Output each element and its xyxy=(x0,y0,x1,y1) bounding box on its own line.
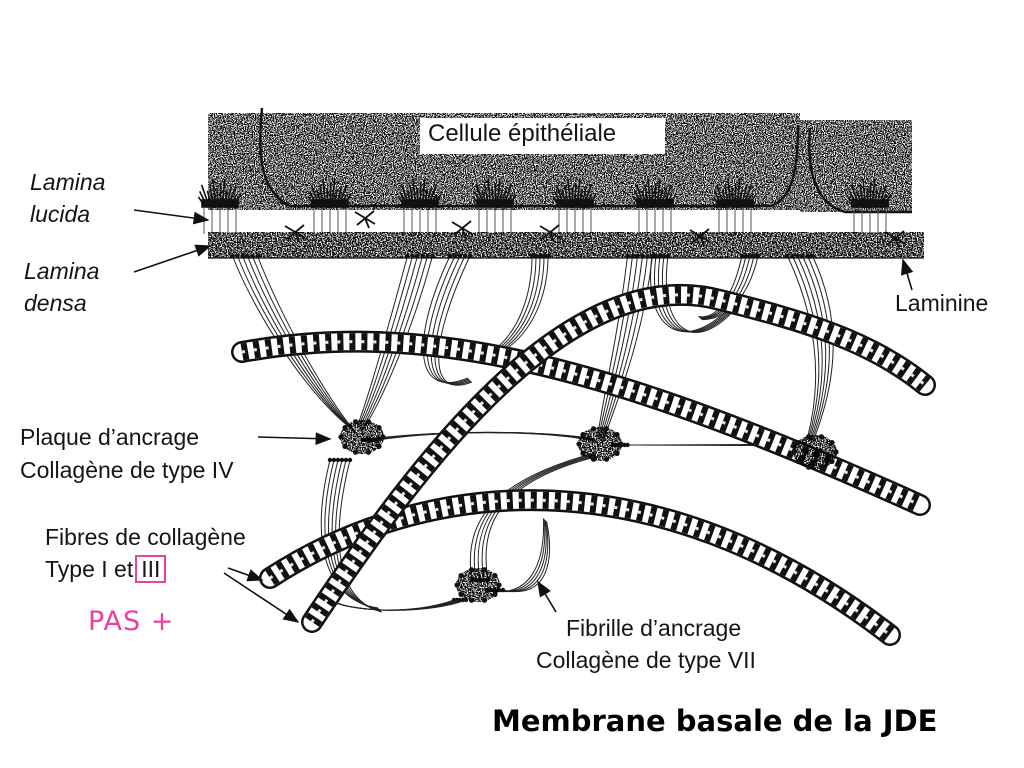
label-lamina-lucida-1: Lamina xyxy=(30,169,106,195)
fibril-bundle xyxy=(469,452,597,583)
hemidesmosome xyxy=(307,178,352,208)
anchoring-plaques xyxy=(338,419,839,603)
laminin xyxy=(354,210,376,229)
anchoring-plaque xyxy=(576,426,624,462)
hemidesmosome xyxy=(472,178,517,208)
fibril-bundle xyxy=(328,597,469,611)
label-collagene-type-iv: Collagène de type IV xyxy=(20,457,234,483)
label-type-i-et: Type I et xyxy=(45,556,134,582)
hemidesmosome xyxy=(847,178,892,208)
label-lamina-densa-1: Lamina xyxy=(24,258,100,284)
collagen-fibre xyxy=(301,283,936,633)
label-plaque-ancrage: Plaque d’ancrage xyxy=(20,424,200,450)
laminin xyxy=(539,224,561,243)
hemidesmosome xyxy=(197,178,242,208)
fibril-bundle xyxy=(230,253,358,435)
anchoring-plaque xyxy=(791,434,839,470)
label-cellule-epitheliale: Cellule épithéliale xyxy=(428,120,617,147)
anchoring-plaque xyxy=(454,567,502,603)
label-arrows xyxy=(133,209,914,623)
fibril-bundle xyxy=(484,518,551,593)
lamina-layers xyxy=(208,210,924,259)
anchoring-plaque xyxy=(338,419,386,455)
fibril-bundle xyxy=(649,253,742,333)
hemidesmosome xyxy=(552,178,597,208)
hemidesmosome xyxy=(397,178,442,208)
label-collagene-type-vii: Collagène de type VII xyxy=(536,647,756,673)
fibril-bundle xyxy=(422,253,473,386)
label-fibrille-ancrage: Fibrille d’ancrage xyxy=(566,615,742,641)
fibril-bundle xyxy=(360,431,597,443)
epithelial-cells xyxy=(208,107,912,214)
collagen-fibres xyxy=(231,283,936,646)
laminin xyxy=(284,224,306,243)
caption: Membrane basale de la JDE xyxy=(492,704,938,738)
hemidesmosome xyxy=(632,178,677,208)
label-laminine: Laminine xyxy=(895,290,989,316)
laminin xyxy=(884,230,906,249)
cell-membrane xyxy=(258,107,800,208)
label-lamina-lucida-2: lucida xyxy=(30,201,91,227)
collagen-fibre xyxy=(259,489,901,646)
pas-annotation: PAS + xyxy=(88,606,175,637)
laminin xyxy=(689,228,711,247)
fibril-bundle xyxy=(785,253,834,443)
laminin xyxy=(451,220,473,239)
highlight-box-iii: III xyxy=(135,555,167,583)
label-lamina-densa-2: densa xyxy=(24,290,87,316)
hemidesmosome xyxy=(712,178,757,208)
fibril-bundle xyxy=(357,253,435,431)
fibril-bundle xyxy=(320,457,383,613)
fibril-bundle xyxy=(597,253,655,443)
hemidesmosomes xyxy=(197,178,892,234)
label-fibres-collagene: Fibres de collagène xyxy=(45,524,246,550)
